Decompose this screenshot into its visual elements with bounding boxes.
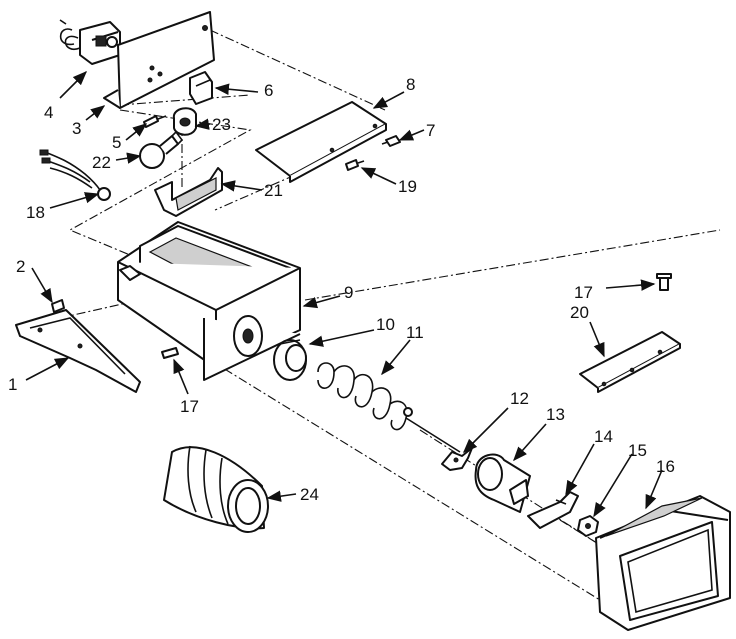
part-21-bracket [154, 167, 223, 217]
part-14-bracket [527, 491, 579, 529]
callout-3: 3 [72, 119, 81, 138]
part-6-clip [189, 71, 213, 105]
callout-4: 4 [44, 103, 53, 122]
part-19-screw [345, 159, 365, 171]
callout-20: 20 [570, 303, 589, 322]
callout-7: 7 [426, 121, 435, 140]
callout-14: 14 [594, 427, 613, 446]
part-10-bushing [273, 339, 307, 381]
part-24-sleeve [163, 445, 269, 533]
callout-11: 11 [406, 323, 424, 342]
part-8-cover-plate [255, 101, 387, 183]
part-9-ice-bin-housing [117, 221, 301, 381]
part-16-front-housing [595, 495, 731, 631]
part-4-timer-motor [59, 19, 121, 65]
part-23-lamp-socket [172, 107, 197, 136]
callout-21: 21 [264, 181, 283, 200]
callout-arrows [25, 70, 663, 518]
callout-8: 8 [406, 75, 415, 94]
part-18-wire-harness [39, 149, 111, 201]
callout-24: 24 [300, 485, 319, 504]
callout-5: 5 [112, 133, 121, 152]
callout-12: 12 [510, 389, 529, 408]
part-2-screw [51, 299, 65, 313]
callout-13: 13 [546, 405, 565, 424]
part-15-nut [577, 515, 599, 537]
part-3-mounting-plate [103, 11, 215, 109]
callout-16: 16 [656, 457, 675, 476]
callout-19: 19 [398, 177, 417, 196]
callout-2: 2 [16, 257, 25, 276]
part-17-screw-lower [161, 347, 179, 359]
callout-17-lower: 17 [180, 397, 199, 416]
callout-9: 9 [344, 283, 353, 302]
callout-10: 10 [376, 315, 395, 334]
part-17-screw-upper [656, 273, 672, 291]
part-7-screw [381, 135, 401, 147]
part-13-crusher-housing [474, 453, 531, 513]
part-5-screw [143, 115, 167, 128]
callout-17-upper: 17 [574, 283, 593, 302]
part-12-cam [441, 447, 473, 471]
part-20-strip [579, 331, 681, 393]
assembly-leader-lines [59, 29, 721, 601]
part-11-auger-spring [317, 362, 461, 453]
callout-1: 1 [8, 375, 17, 394]
callout-labels: 4 3 6 5 23 22 18 8 7 19 21 2 9 10 11 1 1… [8, 75, 675, 504]
part-1-slide-rail [15, 309, 141, 393]
part-22-light-bulb [139, 130, 184, 169]
callout-22: 22 [92, 153, 111, 172]
callout-18: 18 [26, 203, 45, 222]
callout-6: 6 [264, 81, 273, 100]
callout-23: 23 [212, 115, 231, 134]
callout-15: 15 [628, 441, 647, 460]
